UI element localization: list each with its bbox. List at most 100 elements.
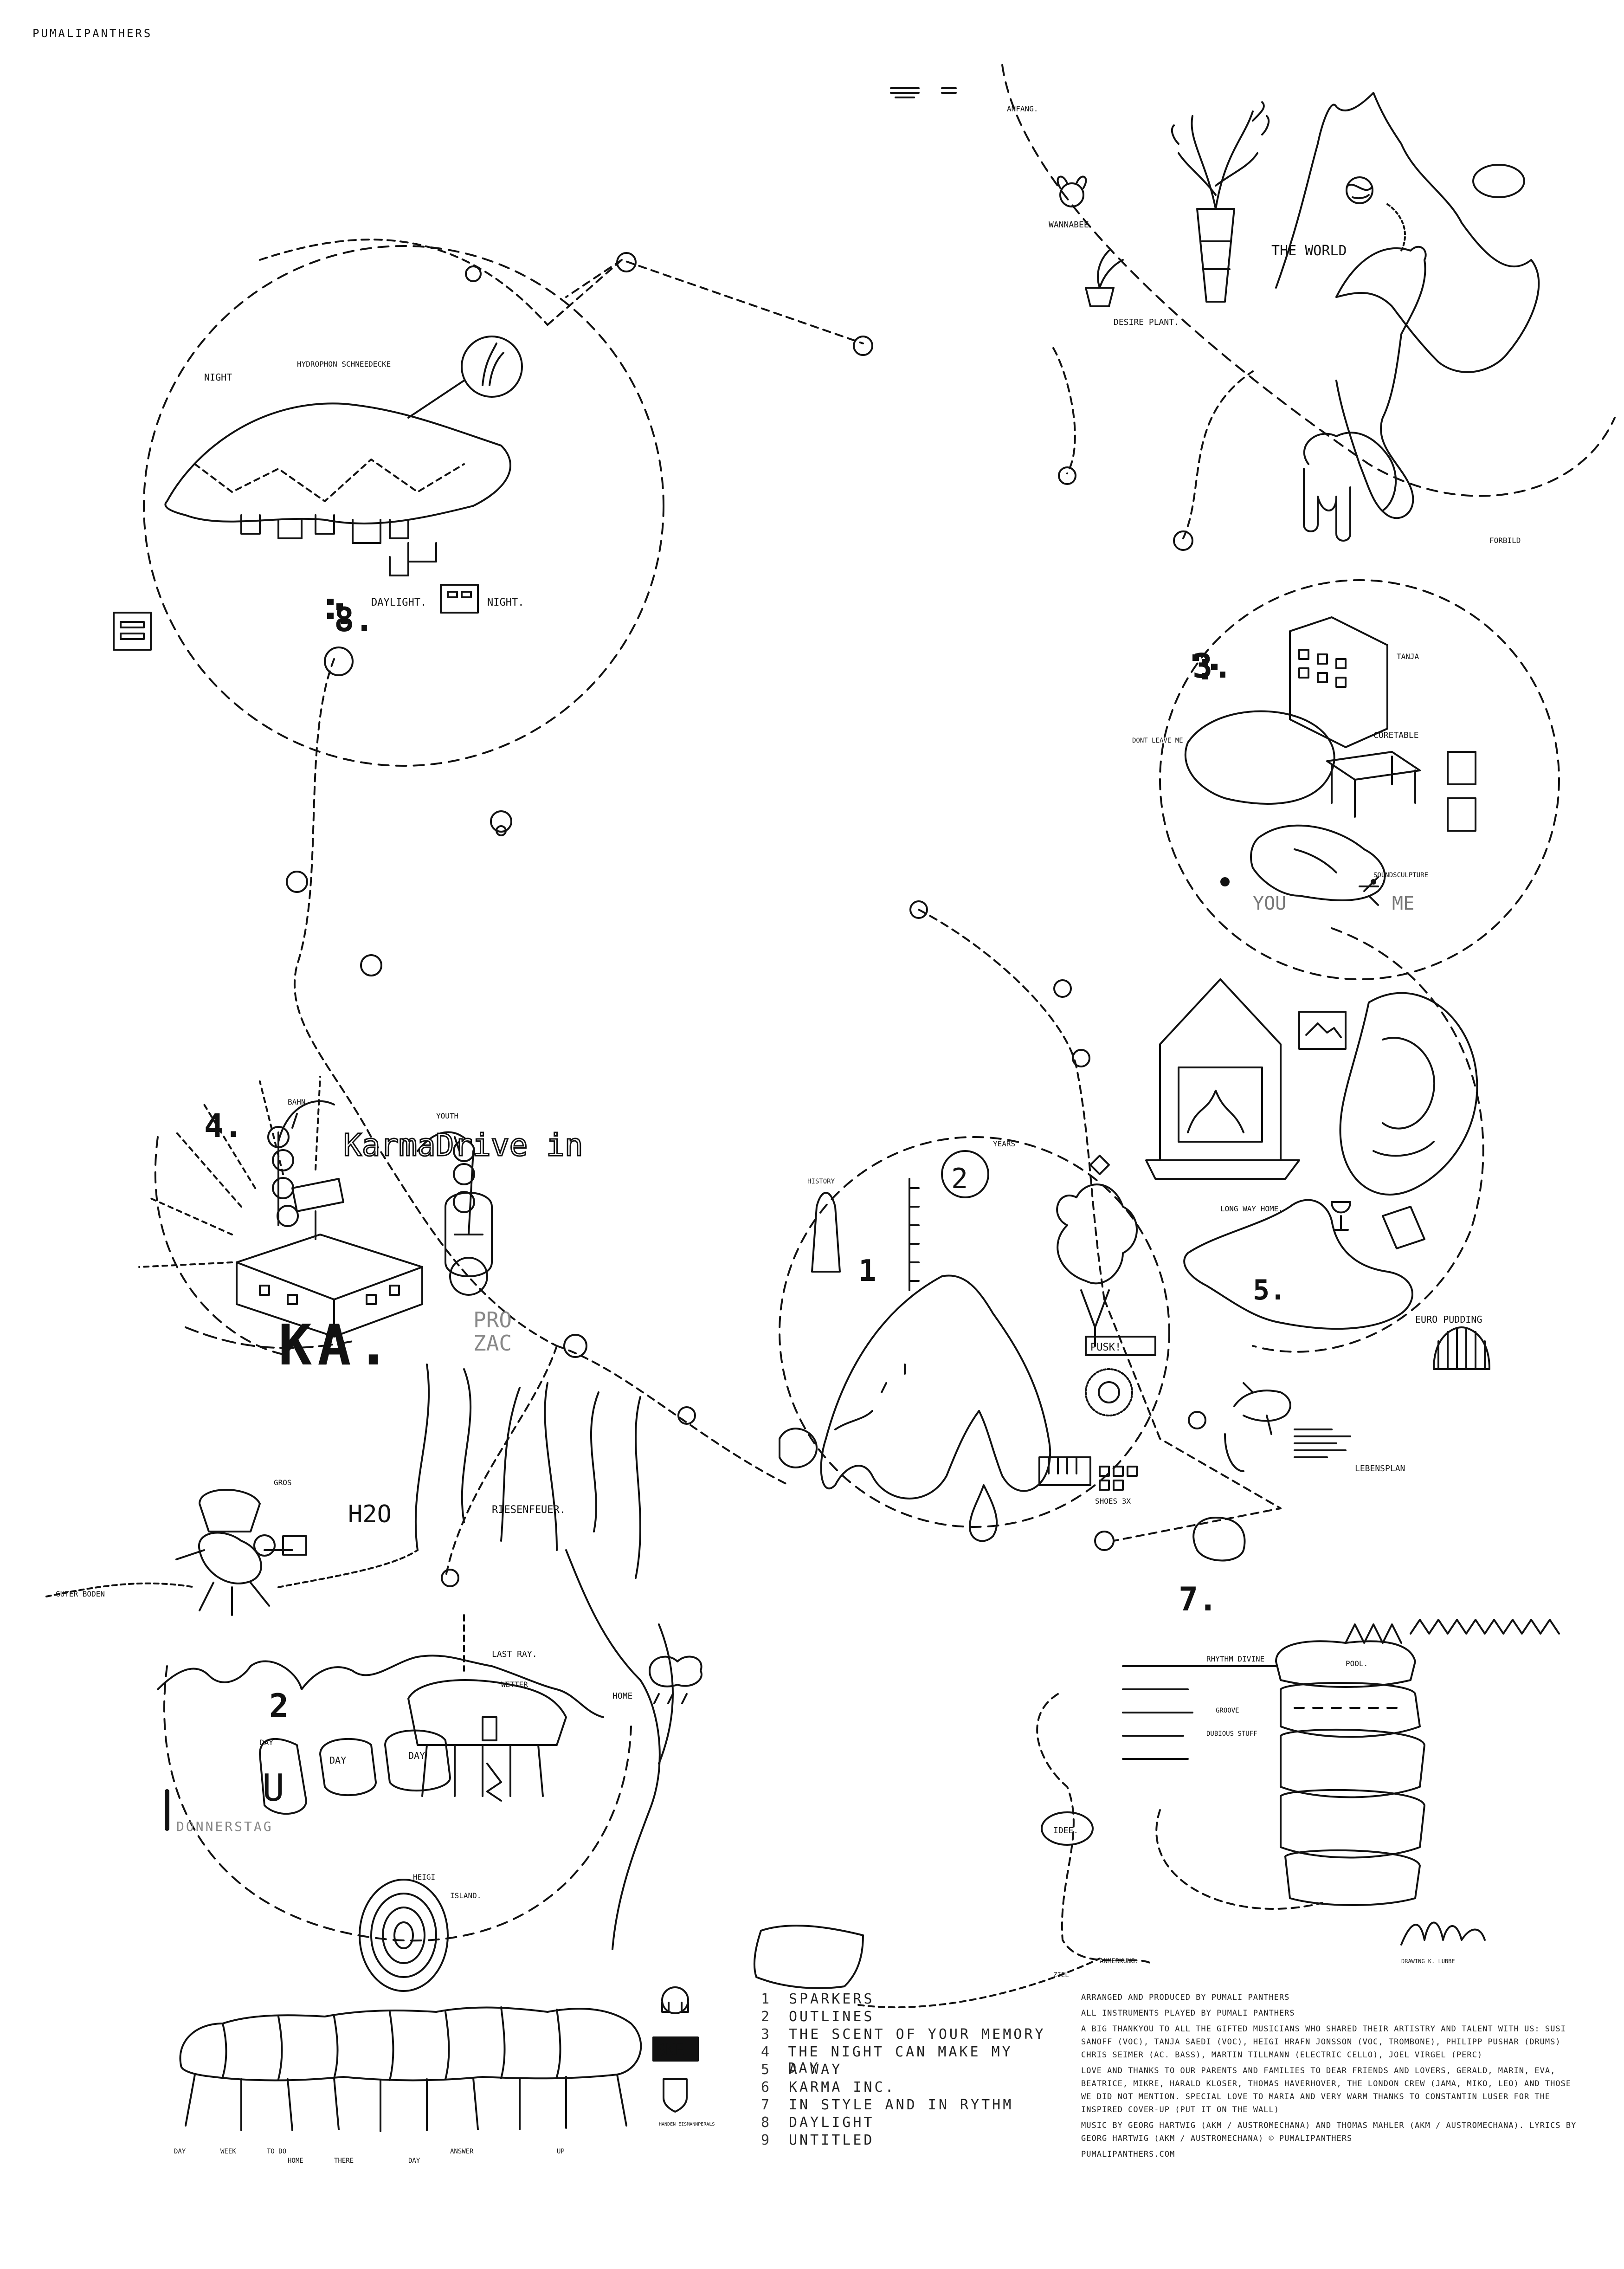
label-dont-leave-me: DONT LEAVE ME — [1132, 737, 1183, 744]
track-title: IN STYLE AND IN RYTHM — [789, 2097, 1014, 2113]
path-center — [445, 1345, 790, 1579]
tower-mid-1 — [1280, 1682, 1421, 1738]
waterfall-drop — [969, 1484, 998, 1542]
karma-sign — [291, 1178, 344, 1240]
idee-bubble — [1041, 1811, 1094, 1846]
label-drawing-credit: DRAWING K. LUBBE — [1401, 1958, 1455, 1965]
flower-dots — [449, 1257, 488, 1296]
track-number: 8 — [761, 2114, 770, 2131]
circle-5-long-way-home — [1252, 927, 1484, 1353]
label-num-5: 5. — [1253, 1274, 1286, 1306]
label-idee: IDEE. — [1053, 1826, 1078, 1836]
label-me: ME — [1392, 893, 1414, 914]
picture-frame — [1298, 1011, 1347, 1050]
track-number: 4 — [761, 2044, 770, 2060]
day-block-2 — [384, 1729, 451, 1792]
lone-icon-left — [113, 612, 152, 651]
cloud — [649, 1655, 702, 1704]
circle-4-karma — [154, 1136, 289, 1356]
label-tanja: TANJA — [1397, 652, 1419, 661]
seal-logo — [663, 2078, 688, 2113]
mountain-center — [820, 1274, 1051, 1500]
track-number: 3 — [761, 2026, 770, 2043]
desire-plant-pot — [1085, 250, 1124, 307]
label-wetter: WETTER — [501, 1680, 528, 1689]
label-last-ray: LAST RAY. — [492, 1649, 537, 1659]
track-item: 1 SPARKERS — [761, 1991, 1049, 2009]
label-num-1: 1 — [858, 1254, 876, 1288]
label-pro: PRO — [473, 1307, 512, 1332]
bottom-word-6: DAY — [408, 2157, 420, 2165]
gros-pot — [199, 1489, 261, 1532]
label-bahn: BAHN — [288, 1098, 306, 1106]
track-title: A WAY — [789, 2062, 843, 2078]
book — [1382, 1206, 1425, 1249]
label-anmerkung: ANMERKUNG. — [1100, 1958, 1139, 1965]
track-number: 2 — [761, 2009, 770, 2025]
ske-logo-text-front: SKE — [656, 2041, 684, 2059]
band-name: PUMALIPANTHERS — [32, 27, 152, 40]
label-night-2: NIGHT. — [487, 597, 524, 608]
label-wannabee: WANNABEE — [1049, 220, 1089, 230]
label-num-7: 7. — [1179, 1580, 1218, 1618]
label-long-way-home: LONG WAY HOME. — [1220, 1204, 1283, 1213]
seal-caption: HANDEN EISMANNPERALS — [659, 2122, 715, 2127]
label-zac: ZAC — [473, 1331, 512, 1356]
dancer — [1056, 1155, 1138, 1347]
layer-labels-lines — [1122, 1665, 1277, 1760]
wine-glass — [1331, 1201, 1351, 1231]
track-title: THE NIGHT CAN MAKE MY DAY — [788, 2044, 1013, 2076]
label-day-3: DAY — [260, 1738, 273, 1747]
hand — [1250, 824, 1386, 901]
path-right-down — [918, 909, 1282, 1542]
world-creature — [1335, 246, 1427, 519]
credits-line-4: LOVE AND THANKS TO OUR PARENTS AND FAMIL… — [1081, 2066, 1572, 2114]
label-forbild: FORBILD — [1489, 536, 1521, 545]
label-you: YOU — [1253, 893, 1286, 914]
circle-top-right-world — [1001, 64, 1616, 497]
label-day-1: DAY — [329, 1755, 346, 1766]
label-coretable: CORETABLE — [1373, 730, 1419, 740]
piano — [1038, 1456, 1091, 1486]
pusk-target — [1085, 1368, 1133, 1416]
track-title: THE SCENT OF YOUR MEMORY — [789, 2026, 1046, 2043]
track-number: 6 — [761, 2079, 770, 2095]
track-item: 3 THE SCENT OF YOUR MEMORY — [761, 2026, 1049, 2044]
track-number: 1 — [761, 1991, 770, 2007]
label-heigi: HEIGI — [413, 1873, 435, 1881]
ground-line-left — [45, 1549, 419, 1597]
label-num-8: 8. — [334, 600, 374, 639]
karma-pill — [445, 1192, 493, 1277]
speaker-2 — [1447, 797, 1476, 832]
circle-3 — [1159, 579, 1560, 980]
shoes — [1099, 1466, 1138, 1491]
day-house — [407, 1679, 567, 1746]
path-world-down — [1052, 347, 1254, 539]
label-day-2: DAY — [408, 1750, 425, 1761]
pusk-sign — [1085, 1336, 1156, 1356]
label-groove: GROOVE — [1216, 1707, 1239, 1714]
day-block-u — [259, 1738, 307, 1815]
top-marks — [890, 87, 957, 98]
long-way-island — [1183, 1199, 1413, 1330]
spider-body — [175, 1532, 293, 1616]
path-constellation-top — [259, 239, 864, 344]
path-layers-bubbles — [1155, 1809, 1323, 1910]
label-num-3: 3. — [1192, 646, 1233, 685]
track-number: 5 — [761, 2062, 770, 2078]
day-scene-hills — [157, 1655, 604, 1718]
label-sound-sculpture: SOUNDSCULPTURE — [1373, 872, 1428, 879]
path-8-down — [294, 658, 558, 1347]
path-idee-ziel — [1036, 1693, 1152, 1964]
tower-mid-2 — [1280, 1728, 1425, 1798]
plant-leaves — [1178, 110, 1258, 210]
riesenfeuer-flames — [414, 1364, 674, 1765]
label-donnerstag: DONNERSTAG — [176, 1819, 273, 1834]
track-title: SPARKERS — [789, 1991, 875, 2007]
bottom-word-1: DAY — [174, 2148, 186, 2155]
bottom-word-7: ANSWER — [450, 2148, 474, 2155]
